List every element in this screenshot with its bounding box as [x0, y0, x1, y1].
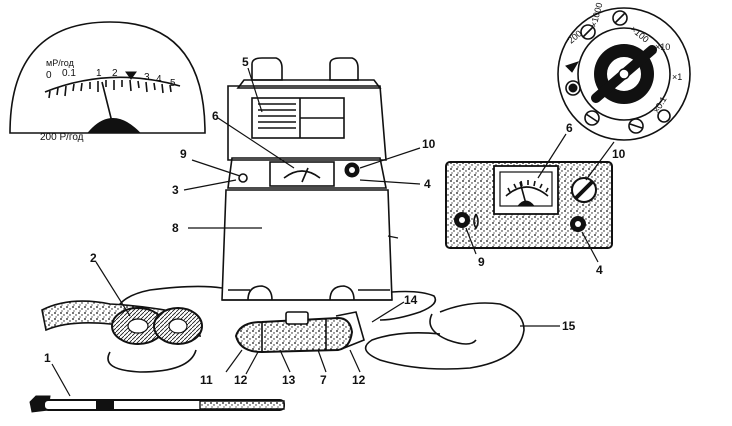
meter-needle [101, 81, 113, 123]
callout-8: 8 [172, 221, 179, 235]
callout-labels: 1 2 3 4 5 6 8 9 10 11 12 13 7 12 14 15 6… [44, 55, 626, 387]
panel-detail [445, 161, 613, 249]
callout-14: 14 [404, 293, 418, 307]
callout-5: 5 [242, 55, 249, 69]
dial-label-x10: ×10 [655, 42, 670, 52]
callout-9-panel: 9 [478, 255, 485, 269]
callout-10-main: 10 [422, 137, 436, 151]
scale-label-2: 2 [112, 68, 118, 79]
main-meter-window [269, 161, 335, 187]
callout-6-panel: 6 [566, 121, 573, 135]
callout-7: 7 [320, 373, 327, 387]
scale-label-5: 5 [170, 78, 176, 89]
probe-body [234, 316, 354, 354]
scale-label-4: 4 [156, 74, 162, 85]
dial-label-x1: ×1 [672, 72, 682, 82]
scale-label-3: 3 [144, 72, 150, 83]
scale-unit-bottom: 200 Р/год [40, 132, 84, 143]
probe-clip [285, 311, 309, 325]
callout-12-left: 12 [234, 373, 248, 387]
meter-scale-inset: 0 0.1 1 2 3 4 5 мР/год 200 Р/год [9, 21, 206, 143]
callout-4-main: 4 [424, 177, 431, 191]
callout-12-right: 12 [352, 373, 366, 387]
scale-label-0-1: 0.1 [62, 68, 76, 79]
scale-label-1: 1 [96, 68, 102, 79]
probe [234, 311, 365, 354]
scale-unit-top: мР/год [46, 58, 75, 68]
dial-index-triangle [565, 61, 580, 73]
case-body [221, 189, 393, 301]
callout-13: 13 [282, 373, 296, 387]
instrument-case [221, 57, 393, 301]
callout-15: 15 [562, 319, 576, 333]
dial-label-x100: ×100 [629, 24, 651, 45]
dial-label-x0-1: ×0.1 [651, 95, 669, 115]
needle-pivot-cover [86, 118, 142, 134]
extension-rod [29, 395, 285, 413]
callout-4-panel: 4 [596, 263, 603, 277]
callout-9-main: 9 [180, 147, 187, 161]
main-zero-knob [238, 173, 248, 183]
dial-label-x1000: ×1000 [588, 2, 604, 29]
scale-ticks [48, 79, 172, 99]
scale-label-0: 0 [46, 70, 52, 81]
callout-6-main: 6 [212, 109, 219, 123]
headphones [41, 300, 203, 345]
callout-3: 3 [172, 183, 179, 197]
callout-10-panel: 10 [612, 147, 626, 161]
callout-11: 11 [200, 373, 213, 387]
range-switch-dial: 200 ×1000 ×100 ×10 ×1 ×0.1 [557, 2, 691, 141]
callout-1: 1 [44, 351, 51, 365]
scale-marker-triangle [125, 71, 137, 80]
callout-2: 2 [90, 251, 97, 265]
leader-lines [51, 67, 615, 397]
